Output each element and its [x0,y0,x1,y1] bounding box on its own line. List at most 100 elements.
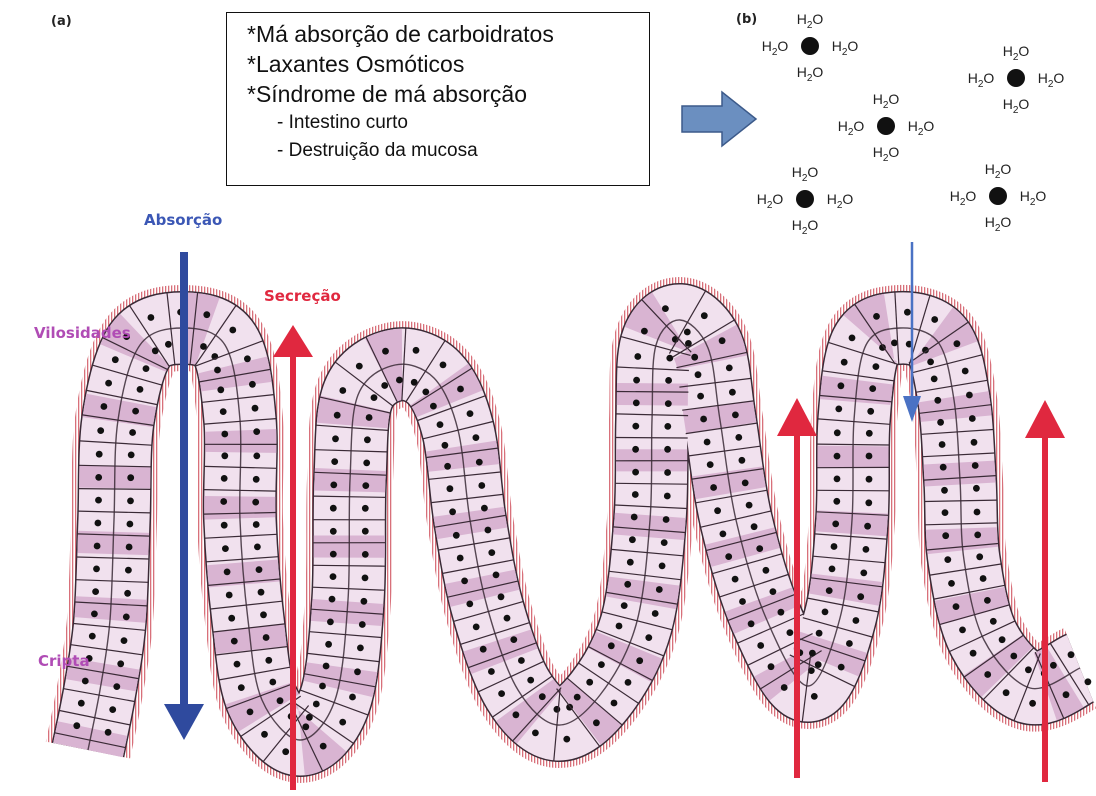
cell-nucleus [256,566,263,573]
cell-nucleus [513,711,520,718]
cell-nucleus [221,431,228,438]
cell-nucleus [631,514,638,521]
cell-nucleus [253,428,260,435]
cell-nucleus [663,516,670,523]
cause-carbohydrate-malabsorption: *Má absorção de carboidratos [247,19,649,49]
cell-nucleus [73,722,80,729]
cell-nucleus [93,566,100,573]
cell-nucleus [608,642,615,649]
cell-nucleus [127,498,134,505]
cell-nucleus [720,531,727,538]
cell-nucleus [554,706,561,713]
cell-nucleus [838,382,845,389]
cell-nucleus [261,731,268,738]
cell-nucleus [282,748,289,755]
cell-nucleus [834,453,841,460]
cell-nucleus [228,615,235,622]
cell-nucleus [220,498,227,505]
cell-nucleus [838,664,845,671]
cell-nucleus [768,663,775,670]
cell-nucleus [366,414,373,421]
cell-nucleus [659,563,666,570]
cell-nucleus [697,393,704,400]
cell-nucleus [105,729,112,736]
cell-nucleus [252,405,259,412]
cell-nucleus [691,354,698,361]
cell-nucleus [829,566,836,573]
cell-nucleus [586,679,593,686]
cell-nucleus [834,476,841,483]
cell-nucleus [962,368,969,375]
cell-nucleus [746,502,753,509]
secretion-label: Secreção [264,287,341,305]
cell-nucleus [863,546,870,553]
solute-particle [989,187,1007,205]
cell-nucleus [632,469,639,476]
h2o-label: H2O [757,191,784,211]
cell-nucleus [263,634,270,641]
cell-nucleus [330,482,337,489]
cell-nucleus [364,436,371,443]
cell-nucleus [105,380,112,387]
cell-nucleus [633,377,640,384]
cell-nucleus [92,588,99,595]
h2o-label: H2O [873,144,900,164]
cell-nucleus [222,545,229,552]
cell-nucleus [652,610,659,617]
cell-nucleus [137,386,144,393]
h2o-label: H2O [873,91,900,111]
cell-nucleus [666,355,673,362]
cell-nucleus [371,394,378,401]
cell-nucleus [532,730,539,737]
cell-nucleus [632,491,639,498]
cell-nucleus [973,485,980,492]
cell-nucleus [129,429,136,436]
cell-nucleus [873,313,880,320]
cell-nucleus [327,619,334,626]
cell-wall [616,438,688,439]
cell-nucleus [330,573,337,580]
cell-nucleus [869,385,876,392]
h2o-label: H2O [1003,43,1030,63]
cell-nucleus [748,620,755,627]
cell-nucleus [253,521,260,528]
cell-nucleus [990,618,997,625]
h2o-label: H2O [1003,96,1030,116]
cell-nucleus [751,523,758,530]
cell-nucleus [254,544,261,551]
cell-nucleus [1029,700,1036,707]
cell-nucleus [229,327,236,334]
cell-nucleus [632,446,639,453]
cell-nucleus [117,660,124,667]
cell-nucleus [974,509,981,516]
cell-nucleus [763,567,770,574]
h2o-label: H2O [827,191,854,211]
cell-nucleus [574,694,581,701]
cause-osmotic-laxatives: *Laxantes Osmóticos [247,49,649,79]
cell-nucleus [95,520,102,527]
cell-nucleus [611,700,618,707]
cell-nucleus [665,377,672,384]
cell-nucleus [126,544,133,551]
cell-nucleus [313,701,320,708]
cell-nucleus [265,657,272,664]
cell-nucleus [430,403,437,410]
cell-nucleus [873,363,880,370]
cell-nucleus [334,412,341,419]
cell-nucleus [937,419,944,426]
cell-nucleus [866,453,873,460]
cell-nucleus [457,555,464,562]
cell-nucleus [822,609,829,616]
cell-nucleus [756,545,763,552]
cell-nucleus [701,312,708,319]
cell-nucleus [770,588,777,595]
cell-nucleus [109,706,116,713]
cell-nucleus [831,543,838,550]
cell-nucleus [684,329,691,336]
cell-nucleus [97,427,104,434]
cell-nucleus [627,559,634,566]
cell-nucleus [113,683,120,690]
cell-nucleus [357,645,364,652]
cell-nucleus [339,719,346,726]
solute-particle [877,117,895,135]
